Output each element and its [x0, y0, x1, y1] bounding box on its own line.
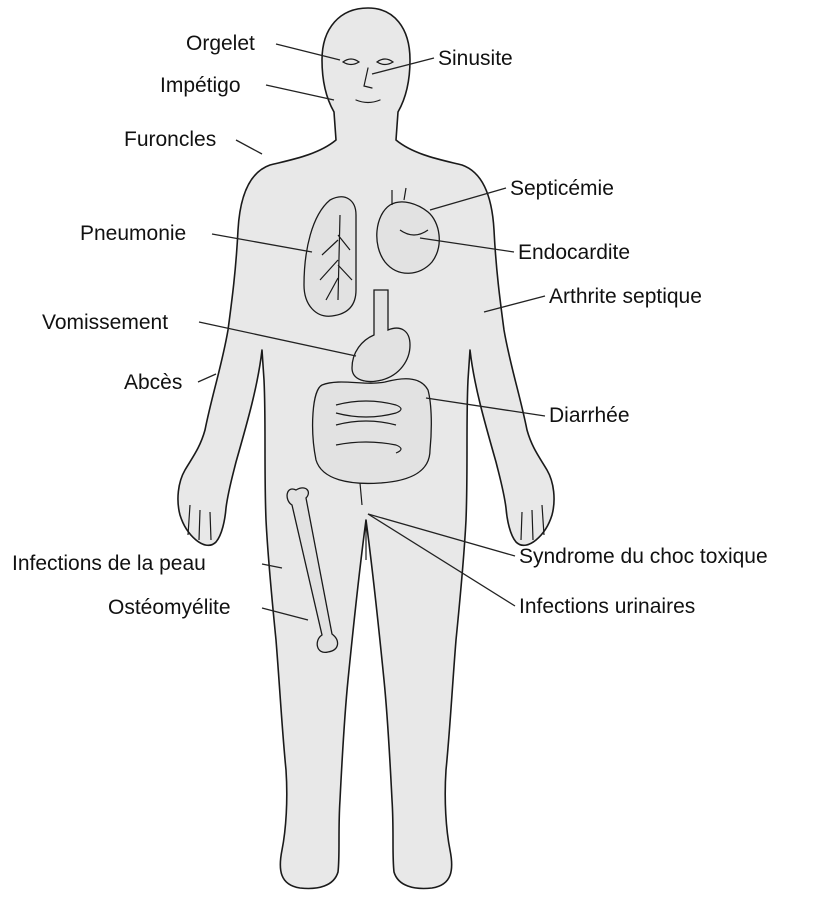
label-impetigo: Impétigo [160, 74, 241, 97]
label-furoncles: Furoncles [124, 128, 216, 151]
label-diarrhee: Diarrhée [549, 404, 630, 427]
label-osteomyelite: Ostéomyélite [108, 596, 231, 619]
label-choc-toxique: Syndrome du choc toxique [519, 545, 768, 568]
label-sinusite: Sinusite [438, 47, 513, 70]
leader-furoncles [236, 140, 262, 154]
label-endocardite: Endocardite [518, 241, 630, 264]
label-arthrite: Arthrite septique [549, 285, 702, 308]
label-orgelet: Orgelet [186, 32, 255, 55]
label-pneumonie: Pneumonie [80, 222, 186, 245]
label-septicemie: Septicémie [510, 177, 614, 200]
label-infections-peau: Infections de la peau [12, 552, 206, 575]
leader-impetigo [266, 85, 334, 100]
label-abces: Abcès [124, 371, 182, 394]
label-infections-urinaires: Infections urinaires [519, 595, 695, 618]
leader-abces [198, 374, 216, 382]
label-vomissement: Vomissement [42, 311, 168, 334]
